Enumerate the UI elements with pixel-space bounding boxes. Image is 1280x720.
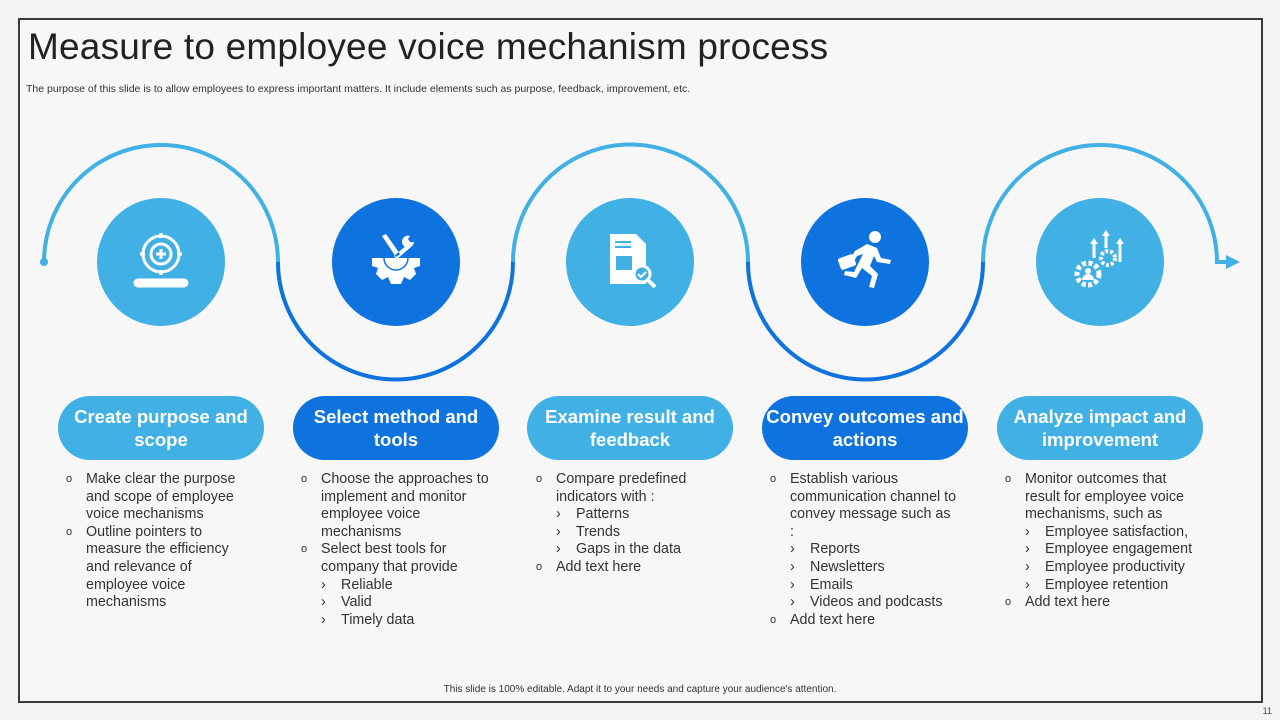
step-2-details: Choose the approaches to implement and m…	[299, 471, 489, 629]
step-5-heading: Analyze impact and improvement	[997, 396, 1203, 460]
wave-arc-2	[276, 261, 515, 382]
sub-bullet-item: Employee productivity	[1003, 559, 1193, 577]
document-search-icon	[598, 228, 662, 297]
sub-bullet-item: Trends	[534, 524, 724, 542]
step-4-icon-circle	[801, 198, 929, 326]
target-icon	[129, 228, 193, 297]
tools-gear-icon	[364, 228, 428, 297]
bullet-item: Outline pointers to measure the efficien…	[64, 524, 254, 612]
step-1-details: Make clear the purpose and scope of empl…	[64, 471, 254, 612]
step-1-heading: Create purpose and scope	[58, 396, 264, 460]
sub-bullet-item: Valid	[299, 594, 489, 612]
bullet-item: Add text here	[534, 559, 724, 577]
sub-bullet-item: Employee retention	[1003, 577, 1193, 595]
page-subtitle: The purpose of this slide is to allow em…	[26, 83, 691, 95]
page-title: Measure to employee voice mechanism proc…	[28, 26, 829, 67]
step-4-heading: Convey outcomes and actions	[762, 396, 968, 460]
step-5-details: Monitor outcomes that result for employe…	[1003, 471, 1193, 612]
page-number: 11	[1262, 706, 1272, 716]
footer-note: This slide is 100% editable. Adapt it to…	[443, 684, 837, 695]
sub-bullet-item: Videos and podcasts	[768, 594, 958, 612]
step-3-icon-circle	[566, 198, 694, 326]
sub-bullet-item: Reports	[768, 541, 958, 559]
bullet-item: Compare predefined indicators with :	[534, 471, 724, 506]
wave-arc-1	[42, 143, 280, 263]
step-3-heading: Examine result and feedback	[527, 396, 733, 460]
wave-arc-3	[511, 142, 750, 263]
gears-growth-icon	[1068, 228, 1132, 297]
step-2-icon-circle	[332, 198, 460, 326]
bullet-item: Make clear the purpose and scope of empl…	[64, 471, 254, 524]
wave-arc-4	[746, 261, 985, 382]
wave-start-dot	[40, 258, 48, 266]
bullet-item: Add text here	[768, 612, 958, 630]
step-2-heading: Select method and tools	[293, 396, 499, 460]
sub-bullet-item: Emails	[768, 577, 958, 595]
step-3-details: Compare predefined indicators with :Patt…	[534, 471, 724, 577]
wave-arc-5	[981, 143, 1230, 264]
sub-bullet-item: Timely data	[299, 612, 489, 630]
bullet-item: Monitor outcomes that result for employe…	[1003, 471, 1193, 524]
arrow-head-icon	[1226, 255, 1240, 269]
bullet-item: Choose the approaches to implement and m…	[299, 471, 489, 541]
sub-bullet-item: Patterns	[534, 506, 724, 524]
bullet-item: Select best tools for company that provi…	[299, 541, 489, 576]
sub-bullet-item: Employee satisfaction,	[1003, 524, 1193, 542]
sub-bullet-item: Reliable	[299, 577, 489, 595]
sub-bullet-item: Gaps in the data	[534, 541, 724, 559]
running-man-briefcase-icon	[833, 228, 897, 297]
step-4-details: Establish various communication channel …	[768, 471, 958, 629]
step-1-icon-circle	[97, 198, 225, 326]
sub-bullet-item: Newsletters	[768, 559, 958, 577]
bullet-item: Add text here	[1003, 594, 1193, 612]
sub-bullet-item: Employee engagement	[1003, 541, 1193, 559]
bullet-item: Establish various communication channel …	[768, 471, 958, 541]
step-5-icon-circle	[1036, 198, 1164, 326]
